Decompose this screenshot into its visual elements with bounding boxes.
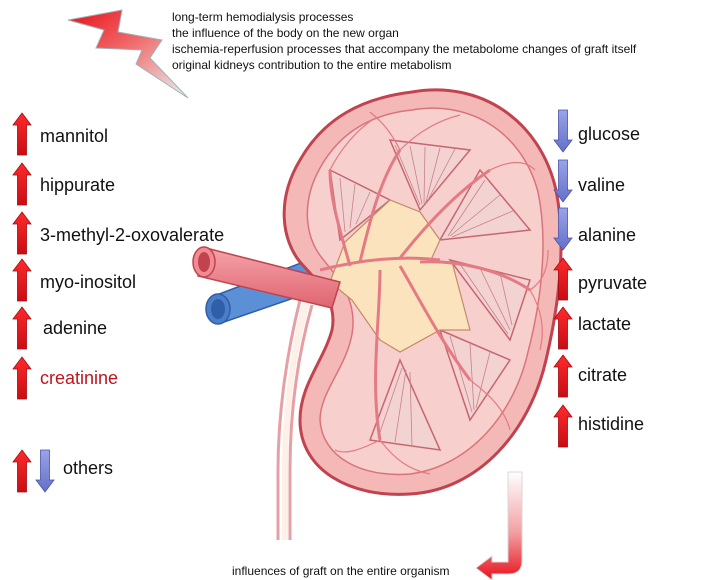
lightning-bolt-icon (68, 10, 188, 98)
up-arrow-icon (13, 212, 31, 254)
up-arrow-icon (13, 450, 31, 492)
label-lactate: lactate (578, 313, 631, 335)
note-body-influence: the influence of the body on the new org… (172, 25, 636, 41)
note-original-kidneys: original kidneys contribution to the ent… (172, 57, 636, 73)
label-histidine: histidine (578, 413, 644, 435)
label-mannitol: mannitol (40, 125, 108, 147)
up-arrow-icon (13, 357, 31, 399)
up-arrow-icon (554, 355, 572, 397)
note-hemodialysis: long-term hemodialysis processes (172, 9, 636, 25)
up-arrow-icon (13, 113, 31, 155)
label-hippurate: hippurate (40, 174, 115, 196)
label-myo-inositol: myo-inositol (40, 271, 136, 293)
up-arrow-icon (13, 307, 31, 349)
label-creatinine: creatinine (40, 367, 118, 389)
up-arrow-icon (13, 259, 31, 301)
graft-influence-note: influences of graft on the entire organi… (232, 564, 449, 578)
label-pyruvate: pyruvate (578, 272, 647, 294)
label-citrate: citrate (578, 364, 627, 386)
label-glucose: glucose (578, 123, 640, 145)
label-alanine: alanine (578, 224, 636, 246)
down-arrow-icon (36, 450, 54, 492)
down-arrow-icon (554, 110, 572, 152)
up-arrow-icon (554, 405, 572, 447)
label-others: others (63, 457, 113, 479)
process-notes: long-term hemodialysis processes the inf… (172, 9, 636, 73)
label-3-methyl-2-oxovalerate: 3-methyl-2-oxovalerate (40, 224, 224, 246)
up-arrow-icon (13, 163, 31, 205)
label-adenine: adenine (43, 317, 107, 339)
bent-arrow-icon (476, 472, 522, 580)
label-valine: valine (578, 174, 625, 196)
note-ischemia: ischemia-reperfusion processes that acco… (172, 41, 636, 57)
